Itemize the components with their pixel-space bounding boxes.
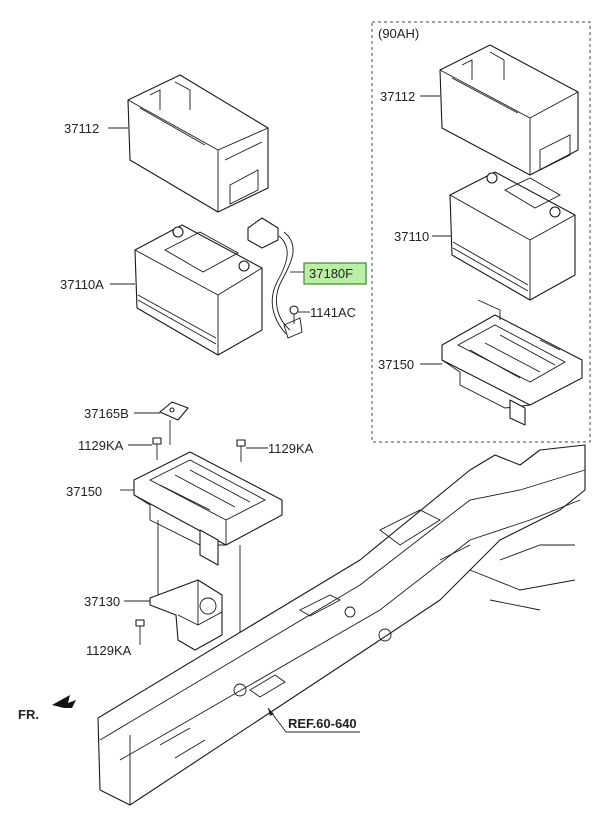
label-1129KA-a: 1129KA xyxy=(78,438,124,453)
battery-left[interactable] xyxy=(134,224,263,356)
battery-clamp[interactable] xyxy=(159,401,189,421)
label-37112-left: 37112 xyxy=(64,121,99,136)
option-group-box xyxy=(371,21,591,443)
bolt-1129ka-b[interactable] xyxy=(236,439,246,462)
label-37130: 37130 xyxy=(84,594,120,609)
battery-cable[interactable] xyxy=(247,217,303,339)
battery-right[interactable] xyxy=(449,171,576,301)
battery-tray-cover-left[interactable] xyxy=(127,74,269,213)
reference-label[interactable]: REF.60-640 xyxy=(288,716,357,731)
battery-tray-cover-right[interactable] xyxy=(439,44,579,176)
bolt-1129ka-c[interactable] xyxy=(135,619,145,636)
battery-bracket[interactable] xyxy=(149,579,223,651)
label-37150-right: 37150 xyxy=(378,357,414,372)
bolt-1129ka-a[interactable] xyxy=(152,437,162,460)
label-37110: 37110 xyxy=(394,229,429,244)
label-37150-left: 37150 xyxy=(66,484,102,499)
battery-tray-base-left[interactable] xyxy=(133,451,283,566)
label-37110A: 37110A xyxy=(60,277,104,292)
label-37165B: 37165B xyxy=(84,406,129,421)
chassis-frame xyxy=(97,444,586,806)
label-37180F: 37180F xyxy=(309,266,353,281)
option-group-label: (90AH) xyxy=(378,26,419,41)
label-37180F-highlight xyxy=(303,262,367,285)
bolt-1141ac[interactable] xyxy=(289,305,299,324)
label-37112-right: 37112 xyxy=(380,89,415,104)
label-1141AC: 1141AC xyxy=(310,305,356,320)
battery-tray-base-right[interactable] xyxy=(441,299,583,426)
label-1129KA-c: 1129KA xyxy=(86,643,132,658)
label-1129KA-b: 1129KA xyxy=(268,441,314,456)
front-arrow-icon xyxy=(52,695,76,708)
front-label: FR. xyxy=(18,707,39,722)
